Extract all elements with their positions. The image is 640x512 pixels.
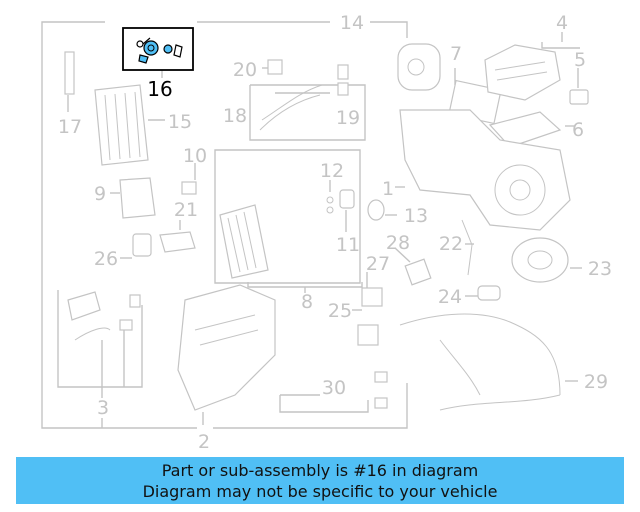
callout-13[interactable]: 13 — [404, 205, 428, 227]
callout-16[interactable]: 16 — [147, 77, 172, 101]
callout-11[interactable]: 11 — [336, 234, 360, 256]
callout-21[interactable]: 21 — [174, 199, 198, 221]
callout-23[interactable]: 23 — [588, 258, 612, 280]
callout-28[interactable]: 28 — [386, 232, 410, 254]
callout-2[interactable]: 2 — [198, 431, 210, 453]
callout-12[interactable]: 12 — [320, 160, 344, 182]
callout-15[interactable]: 15 — [168, 111, 192, 133]
callout-27[interactable]: 27 — [366, 253, 390, 275]
banner-line-2: Diagram may not be specific to your vehi… — [142, 482, 498, 501]
callout-19[interactable]: 19 — [336, 107, 360, 129]
callout-17[interactable]: 17 — [58, 116, 82, 138]
callout-26[interactable]: 26 — [94, 248, 118, 270]
info-banner: Part or sub-assembly is #16 in diagram D… — [16, 457, 624, 504]
part-16-icon — [136, 37, 183, 64]
callout-3[interactable]: 3 — [97, 397, 109, 419]
callout-9[interactable]: 9 — [94, 183, 106, 205]
callout-14[interactable]: 14 — [340, 12, 364, 34]
callout-numbers: 14 4 5 7 20 18 19 6 17 15 10 12 1 9 21 1… — [58, 12, 612, 453]
callout-18[interactable]: 18 — [223, 105, 247, 127]
callout-20[interactable]: 20 — [233, 59, 257, 81]
part-sketches — [64, 43, 589, 411]
callout-25[interactable]: 25 — [328, 300, 352, 322]
callout-24[interactable]: 24 — [438, 286, 462, 308]
callout-10[interactable]: 10 — [183, 145, 207, 167]
callout-22[interactable]: 22 — [439, 233, 463, 255]
banner-line-1: Part or sub-assembly is #16 in diagram — [161, 461, 479, 480]
callout-30[interactable]: 30 — [322, 377, 346, 399]
callout-1[interactable]: 1 — [382, 178, 394, 200]
callout-8[interactable]: 8 — [301, 291, 313, 313]
callout-4[interactable]: 4 — [556, 12, 568, 34]
callout-5[interactable]: 5 — [574, 49, 586, 71]
callout-29[interactable]: 29 — [584, 371, 608, 393]
frame-lines — [41, 21, 580, 429]
callout-6[interactable]: 6 — [572, 119, 584, 141]
callout-7[interactable]: 7 — [450, 43, 462, 65]
highlight-part-16[interactable]: 16 — [122, 27, 194, 101]
